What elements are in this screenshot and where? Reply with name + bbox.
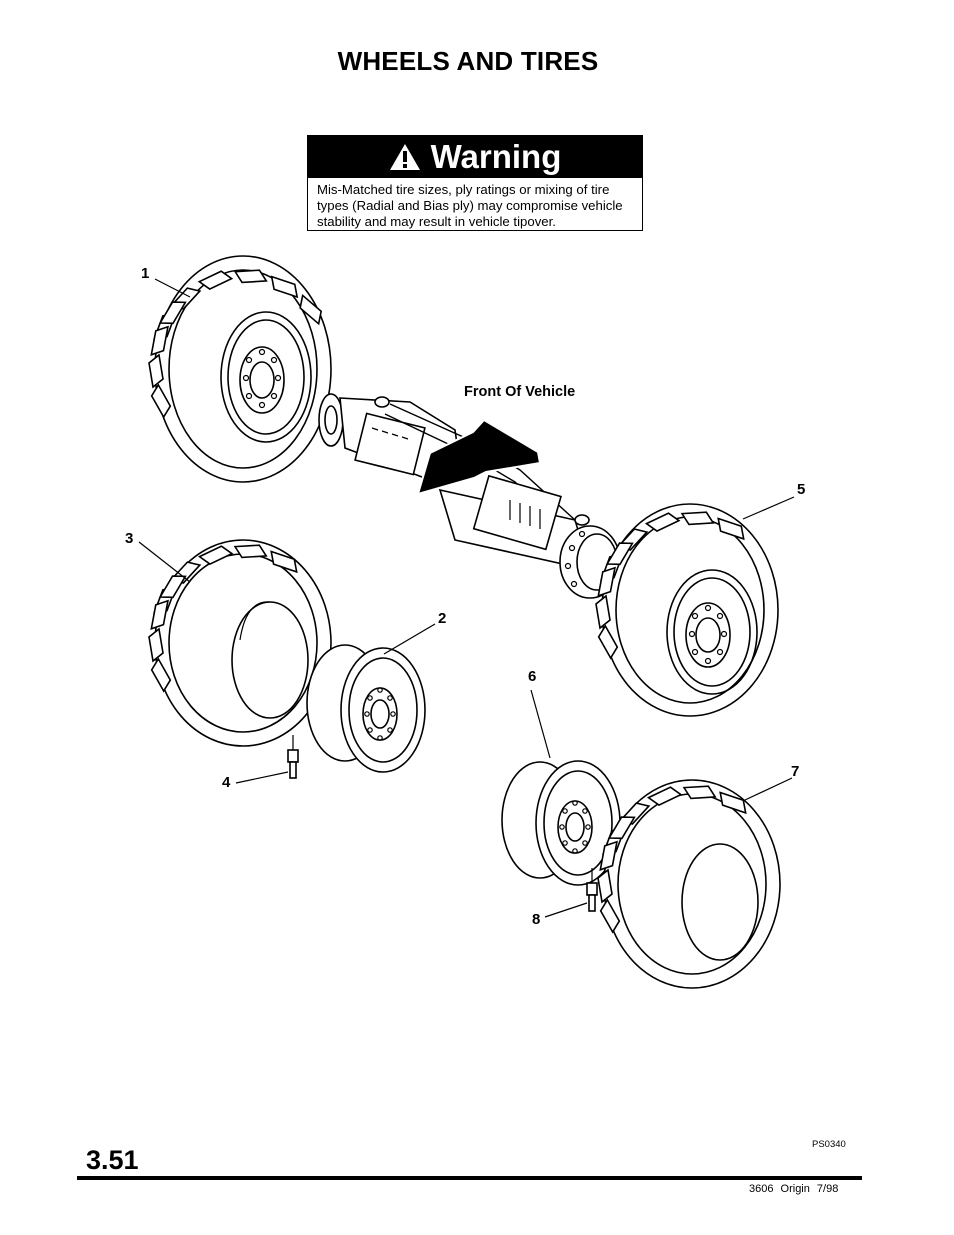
tire-3 [146,539,332,747]
warning-header: Warning [308,136,642,178]
rim-6 [501,760,621,886]
lug-nut-8 [586,868,598,912]
callout-4: 4 [222,774,231,791]
page-title: WHEELS AND TIRES [337,46,599,76]
exclamation-triangle-icon [389,144,420,170]
front-of-vehicle-label: Front Of Vehicle [464,384,576,400]
lug-nut-4 [287,735,299,779]
callout-1: 1 [141,265,150,282]
callout-8: 8 [532,911,541,928]
page-number: 3.51 [86,1145,139,1175]
footer-rule [77,1176,862,1180]
tire-1 [146,255,332,483]
rim-2 [306,644,426,773]
callout-3: 3 [125,530,134,547]
front-direction-arrow [416,418,542,496]
callout-5: 5 [797,481,806,498]
callout-2: 2 [438,610,447,627]
figure-code: PS0340 [812,1139,846,1150]
warning-box: Warning Mis-Matched tire sizes, ply rati… [307,135,643,231]
callout-6: 6 [528,668,537,685]
warning-title: Warning [430,137,562,175]
axle-assembly [318,393,621,599]
tire-7 [595,779,781,989]
tire-5 [593,503,779,717]
warning-text: Mis-Matched tire sizes, ply ratings or m… [317,182,623,229]
callout-leader-lines [138,278,795,918]
footer-info: 3606 Origin 7/98 [749,1183,839,1195]
callout-7: 7 [791,763,800,780]
